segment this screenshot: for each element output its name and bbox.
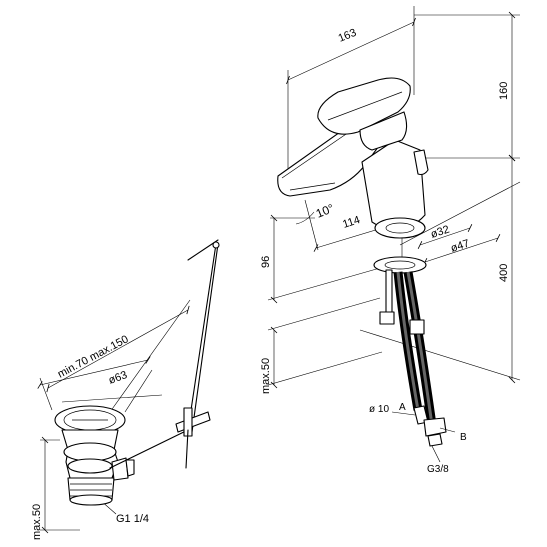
label-thread-g114: G1 1/4: [116, 513, 149, 525]
mounting-washer: [373, 256, 427, 274]
label-b: B: [460, 432, 467, 443]
drain-drawing: [37, 239, 220, 534]
dim-400: 400: [498, 264, 510, 282]
label-hose-dia: ø 10: [369, 404, 389, 415]
dim-114: 114: [341, 214, 361, 231]
dim-160: 160: [498, 82, 510, 100]
dim-faucet-max50: max.50: [260, 358, 272, 394]
label-thread-g38: G3/8: [427, 464, 449, 475]
dim-drain-max50: max.50: [31, 504, 43, 540]
faucet-dimension-lines: [270, 11, 516, 389]
dim-dia32: ø32: [429, 224, 451, 241]
popup-lever: [413, 149, 429, 176]
label-a: A: [399, 402, 406, 413]
dim-163: 163: [337, 27, 359, 45]
faucet-base: [374, 217, 426, 239]
faucet-drawing: 163 160 10° 114 ø32 ø47 96 400 max.50 ø …: [260, 6, 521, 475]
dim-dia63: ø63: [107, 369, 129, 387]
dim-dia47: ø47: [449, 238, 471, 255]
dim-96: 96: [260, 256, 272, 268]
dim-spout-angle: 10°: [314, 201, 336, 221]
faucet-body: [277, 77, 447, 447]
